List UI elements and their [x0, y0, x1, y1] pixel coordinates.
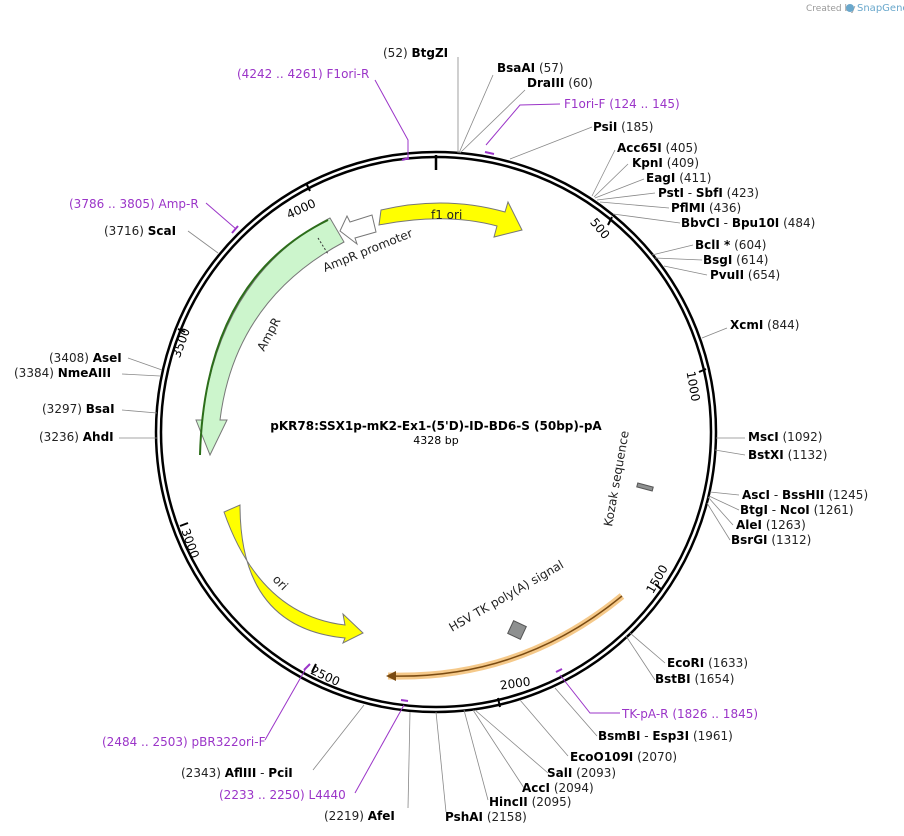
- ampr-orf-line: [199, 219, 329, 456]
- primer-label: (2233 .. 2250) L4440: [219, 788, 346, 802]
- restriction-site: BtgI - NcoI (1261): [740, 503, 854, 517]
- snapgene-name: SnapGene: [857, 3, 904, 14]
- ori-arrow: [223, 504, 364, 645]
- tick-label-3500: 3500: [169, 326, 193, 359]
- restriction-site: PsiI (185): [593, 120, 653, 134]
- primer-label: TK-pA-R (1826 .. 1845): [621, 707, 758, 721]
- restriction-site: HincII (2095): [489, 795, 571, 809]
- restriction-site: EcoO109I (2070): [570, 750, 677, 764]
- hsv-polya-signal: [507, 620, 527, 640]
- primer-leader-lines: [205, 79, 620, 794]
- restriction-site: Acc65I (405): [617, 141, 698, 155]
- restriction-site: (3297) BsaI: [42, 402, 115, 416]
- restriction-site: EcoRI (1633): [667, 656, 748, 670]
- plasmid-length: 4328 bp: [413, 434, 458, 447]
- primer-label: (4242 .. 4261) F1ori-R: [237, 67, 369, 81]
- restriction-site: (2219) AfeI: [324, 809, 395, 823]
- restriction-site: BsgI (614): [703, 253, 768, 267]
- restriction-site: SalI (2093): [547, 766, 616, 780]
- ampr-promoter-arrow: [339, 214, 377, 246]
- restriction-site: (2343) AflIII - PciI: [181, 766, 293, 780]
- snapgene-branding: Created by SnapGene: [806, 3, 904, 14]
- restriction-site: BclI * (604): [695, 238, 766, 252]
- tick-label-3000: 3000: [178, 527, 202, 560]
- restriction-site: EagI (411): [646, 171, 711, 185]
- hsv-polya-label: HSV TK poly(A) signal: [447, 557, 567, 634]
- restriction-sites: (52) BtgZI BsaAI (57) DraIII (60) PsiI (…: [14, 46, 868, 824]
- restriction-site: PstI - SbfI (423): [658, 186, 759, 200]
- f1-ori-arrow: [378, 200, 523, 238]
- plasmid-name: pKR78:SSX1p-mK2-Ex1-(5'D)-ID-BD6-S (50bp…: [270, 419, 602, 433]
- ampr-promoter-boundary: [317, 237, 329, 255]
- hsv-orf-arrowhead: [386, 671, 396, 681]
- restriction-site: PshAI (2158): [445, 810, 527, 824]
- kozak-label: Kozak sequence: [601, 430, 632, 528]
- restriction-site: AscI - BssHII (1245): [742, 488, 868, 502]
- ampr-label: AmpR: [254, 315, 283, 353]
- f1-ori-label: f1 ori: [431, 208, 462, 222]
- restriction-site: DraIII (60): [527, 76, 593, 90]
- primer-label: (2484 .. 2503) pBR322ori-F: [102, 735, 266, 749]
- restriction-site: PflMI (436): [671, 201, 741, 215]
- restriction-site: XcmI (844): [730, 318, 799, 332]
- tick-label-1000: 1000: [684, 370, 703, 403]
- restriction-site: AccI (2094): [522, 781, 594, 795]
- hsv-orf-highlight: [387, 593, 625, 680]
- restriction-site: (52) BtgZI: [383, 46, 448, 60]
- created-by-text: Created by: [806, 4, 856, 14]
- restriction-site: PvuII (654): [710, 268, 780, 282]
- restriction-site: KpnI (409): [632, 156, 699, 170]
- tick-label-2000: 2000: [499, 674, 531, 692]
- restriction-site: BbvCI - Bpu10I (484): [681, 216, 815, 230]
- restriction-site: (3408) AseI: [49, 351, 122, 365]
- restriction-site: (3384) NmeAIII: [14, 366, 111, 380]
- snapgene-logo-icon: [846, 4, 854, 12]
- site-leader-lines: [119, 57, 746, 813]
- restriction-site: BsmBI - Esp3I (1961): [598, 729, 733, 743]
- restriction-site: BsaAI (57): [497, 61, 564, 75]
- restriction-site: MscI (1092): [748, 430, 822, 444]
- primers: (4242 .. 4261) F1ori-R F1ori-F (124 .. 1…: [69, 67, 758, 802]
- primer-label: (3786 .. 3805) Amp-R: [69, 197, 199, 211]
- ampr-arrow: [195, 217, 345, 457]
- restriction-site: AleI (1263): [736, 518, 806, 532]
- primer-label: F1ori-F (124 .. 145): [564, 97, 680, 111]
- ori-label: ori: [270, 572, 291, 593]
- restriction-site: (3716) ScaI: [104, 224, 176, 238]
- restriction-site: BstXI (1132): [748, 448, 827, 462]
- restriction-site: (3236) AhdI: [39, 430, 114, 444]
- kozak-marker: [636, 482, 654, 492]
- restriction-site: BsrGI (1312): [731, 533, 811, 547]
- hsv-orf-line: [387, 595, 623, 677]
- restriction-site: BstBI (1654): [655, 672, 734, 686]
